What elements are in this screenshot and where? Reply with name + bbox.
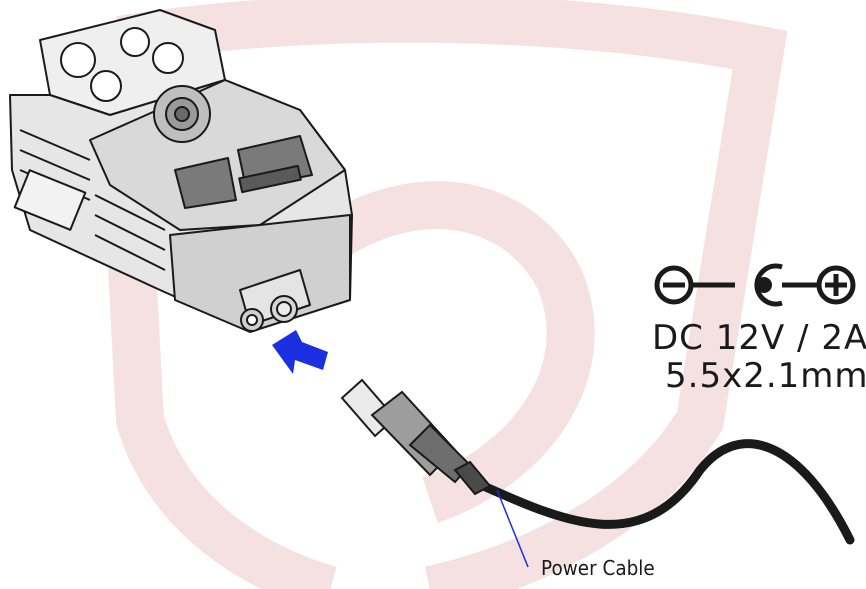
watermark-logo: [96, 0, 788, 589]
insert-arrow-icon: [272, 330, 328, 374]
spec-voltage: DC 12V / 2A: [652, 318, 866, 358]
spec-plug-size: 5.5x2.1mm: [665, 356, 866, 396]
polarity-symbol-icon: [654, 263, 856, 307]
trail-camera-drawing: [9, 9, 353, 333]
power-cable-drawing: [340, 378, 855, 568]
power-cable-label: Power Cable: [541, 556, 655, 580]
